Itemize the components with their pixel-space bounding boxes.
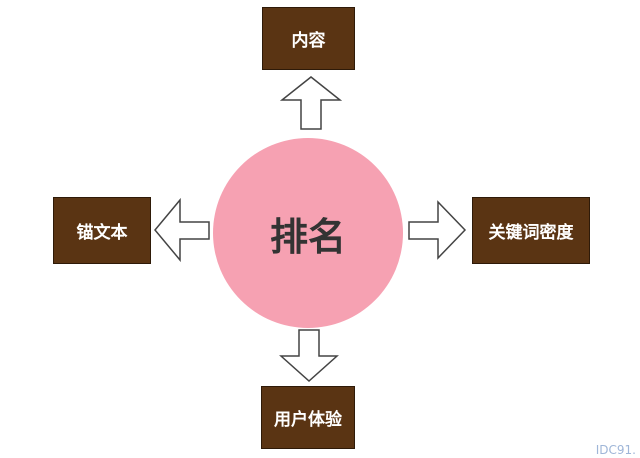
node-anchor-text-label: 锚文本 xyxy=(76,223,128,243)
node-content: 内容 xyxy=(262,7,355,70)
node-content-label: 内容 xyxy=(291,31,326,51)
watermark: IDC91. xyxy=(595,443,636,457)
node-keyword-density-label: 关键词密度 xyxy=(488,223,574,243)
arrow-left xyxy=(154,197,210,263)
arrow-down xyxy=(279,329,339,383)
arrow-right xyxy=(408,200,467,260)
node-user-experience: 用户体验 xyxy=(261,386,355,449)
node-keyword-density: 关键词密度 xyxy=(472,197,590,264)
node-user-experience-label: 用户体验 xyxy=(274,410,342,430)
node-anchor-text: 锚文本 xyxy=(53,197,151,264)
arrow-up xyxy=(279,76,343,130)
center-ranking-label: 排名 xyxy=(269,214,346,259)
center-ranking-circle: 排名 xyxy=(213,138,403,328)
